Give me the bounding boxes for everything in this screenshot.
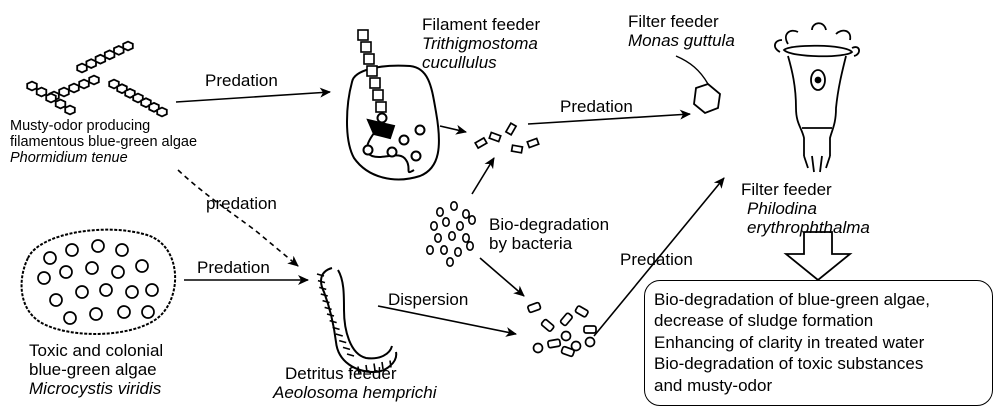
monas-guttula-icon (676, 56, 720, 113)
outcomes-list: Bio-degradation of blue-green algae, dec… (654, 289, 930, 396)
dispersion-arrow (378, 306, 516, 334)
outcome-line: and musty-odor (654, 375, 930, 396)
predation-label-mid: Predation (197, 258, 270, 277)
phormidium-filaments-icon (27, 42, 167, 117)
outcome-line: Bio-degradation of toxic substances (654, 353, 930, 374)
predation-label-right: Predation (560, 97, 633, 116)
dispersion-label: Dispersion (388, 290, 468, 309)
phormidium-label: Musty-odor producing filamentous blue-gr… (10, 118, 197, 167)
bacteria-cluster-icon (427, 202, 475, 266)
philodina-label: Filter feeder Philodina erythrophthalma (741, 180, 870, 237)
outcome-line: Bio-degradation of blue-green algae, (654, 289, 930, 310)
predation-label-top: Predation (205, 71, 278, 90)
predation-label-lower: Predation (620, 250, 693, 269)
dashed-predation-arrow (178, 170, 298, 266)
philodina-rotifer-icon (775, 23, 859, 172)
monas-label: Filter feeder Monas guttula (628, 12, 735, 50)
outcome-line: Enhancing of clarity in treated water (654, 332, 930, 353)
predation-arrow-phormidium-to-filament-feeder (176, 92, 330, 102)
outcome-line: decrease of sludge formation (654, 310, 930, 331)
trithigmostoma-label: Filament feeder Trithigmostoma cucullulu… (422, 15, 540, 72)
arrow-bacteria-to-fragments (472, 158, 494, 194)
predation-label-dashed: predation (206, 194, 277, 213)
microcystis-colony-icon (22, 230, 176, 334)
result-down-arrow-icon (786, 232, 850, 280)
arrow-bacteria-to-detritus (480, 258, 524, 296)
bacteria-label: Bio-degradation by bacteria (489, 215, 609, 253)
aeolosoma-worm-icon (317, 268, 396, 375)
arrow-feeder-to-fragments (440, 126, 466, 132)
aeolosoma-label: Detritus feeder Aeolosoma hemprichi (273, 364, 436, 402)
microcystis-label: Toxic and colonial blue-green algae Micr… (29, 341, 163, 398)
